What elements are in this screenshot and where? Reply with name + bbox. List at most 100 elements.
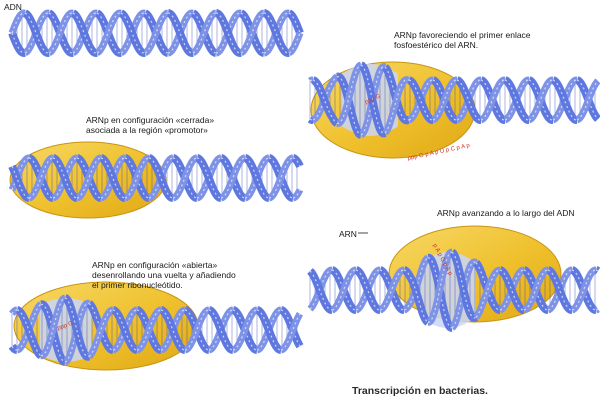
dna-strand-a-highlight	[384, 66, 410, 121]
dna-strand-b-highlight	[403, 269, 429, 323]
dna-strand-a-highlight	[11, 345, 18, 351]
dna-strand-a-highlight	[144, 12, 169, 54]
dna-strand-b-highlight	[312, 79, 338, 124]
dna-strand-b-highlight	[167, 12, 194, 54]
dna-strand-b-highlight	[292, 157, 301, 167]
dna-strand-b-highlight	[196, 157, 222, 199]
dna-strand-b-highlight	[480, 79, 506, 121]
dna-strand-b-highlight	[528, 79, 554, 121]
dna-strand-a-highlight	[28, 157, 54, 199]
dna-strand-a-highlight	[427, 257, 453, 329]
dna-helix	[307, 248, 600, 332]
dna-strand-a-highlight	[184, 309, 210, 351]
dna-strand-b-highlight	[76, 157, 102, 199]
dna-strand-b-highlight	[172, 157, 198, 199]
dna-strand-a-highlight	[11, 32, 26, 54]
dna-strand-b-highlight	[547, 269, 573, 311]
dna-strand-b-highlight	[331, 269, 357, 311]
dna-strand-b-highlight	[48, 12, 74, 54]
dna-strand-a-highlight	[232, 309, 258, 351]
dna-strand-b-highlight	[504, 79, 530, 121]
dna-strand-b	[8, 9, 26, 35]
dna-strand-b-highlight	[160, 309, 186, 351]
dna-strand-b-highlight	[355, 269, 381, 311]
dna-strand-b-highlight	[552, 79, 578, 121]
dna-strand-a-highlight	[595, 308, 599, 311]
dna-strand-b-highlight	[148, 157, 174, 199]
dna-strand-b-highlight	[384, 79, 410, 134]
dna-strand-b	[287, 31, 304, 56]
dna-strand-a-highlight	[148, 157, 174, 199]
dna-strand-b-highlight	[360, 64, 386, 134]
dna-strand-a-highlight	[52, 157, 78, 199]
dna-strand-b-highlight	[220, 157, 246, 199]
dna-strand-b-highlight	[100, 157, 126, 199]
label-line: ARNp favoreciendo el primer enlace	[394, 30, 531, 40]
dna-strand-a-highlight	[136, 309, 162, 351]
dna-strand-a	[8, 31, 26, 58]
dna-strand-b-highlight	[96, 12, 122, 54]
dna-strand-b-highlight	[184, 309, 210, 351]
dna-strand-b-highlight	[11, 309, 18, 315]
panel-open-polymerase: ppp G	[8, 281, 304, 371]
dna-strand-a-highlight	[355, 269, 381, 311]
dna-strand-a-highlight	[240, 12, 265, 54]
dna-strand-b-highlight	[268, 157, 294, 199]
dna-strand-b-highlight	[72, 12, 98, 54]
dna-strand-b-highlight	[451, 251, 477, 319]
dna-strand-a-highlight	[309, 118, 314, 121]
dna-strand-b-highlight	[24, 12, 50, 54]
rna-nucleotide-label: ppp G	[57, 321, 75, 332]
dna-strand-b-highlight	[595, 269, 599, 272]
dna-strand-a-highlight	[256, 309, 282, 351]
dna-helix	[8, 9, 304, 58]
label-open-config: ARNp en configuración «abierta» desenrol…	[92, 260, 236, 290]
dna-strand-b-highlight	[432, 79, 458, 121]
label-closed-config: ARNp en configuración «cerrada» asociada…	[86, 115, 214, 135]
dna-strand-b-highlight	[11, 12, 26, 34]
label-adn: ADN	[4, 2, 22, 12]
dna-strand-b-highlight	[232, 309, 258, 351]
dna-strand-a-highlight	[244, 157, 270, 199]
dna-strand-a-highlight	[208, 309, 234, 351]
dna-strand-b-highlight	[88, 309, 114, 357]
label-line: fosfoestérico del ARN.	[394, 40, 479, 50]
dna-strand-a-highlight	[571, 269, 597, 311]
dna-strand-a-highlight	[547, 269, 573, 311]
dna-strand-a-highlight	[88, 303, 114, 351]
dna-strand-b-highlight	[215, 12, 242, 54]
dna-strand-b-highlight	[28, 157, 54, 199]
dna-strand-a-highlight	[196, 157, 222, 199]
label-arn: ARN	[339, 229, 357, 239]
dna-strand-b-highlight	[263, 12, 290, 54]
dna-strand-a-highlight	[76, 157, 102, 199]
dna-helix	[8, 154, 304, 202]
dna-strand-a-highlight	[292, 189, 301, 199]
label-first-bond: ARNp favoreciendo el primer enlace fosfo…	[394, 30, 531, 50]
figure-caption: Transcripción en bacterias.	[352, 385, 488, 397]
dna-helix	[8, 294, 304, 366]
dna-strand-b-highlight	[309, 79, 314, 82]
dna-strand-b-highlight	[576, 80, 599, 121]
dna-strand-b-highlight	[499, 269, 525, 311]
dna-strand-a-highlight	[379, 269, 405, 311]
dna-strand-b-highlight	[256, 309, 282, 351]
dna-strand-b-highlight	[244, 157, 270, 199]
dna-strand-a-highlight	[124, 157, 150, 199]
dna-strand-b-highlight	[379, 269, 405, 311]
dna-strand-b-highlight	[124, 157, 150, 199]
dna-strand-a-highlight	[172, 157, 198, 199]
dna-strand-b	[336, 61, 363, 127]
dna-strand-b-highlight	[475, 269, 501, 318]
dna-strand-b-highlight	[52, 157, 78, 199]
dna-strand-b-highlight	[427, 251, 453, 323]
label-advancing: ARNp avanzando a lo largo del ADN	[437, 208, 575, 218]
panel-first-bond: ppp G	[307, 61, 600, 159]
panel-elongation: p A p G p A p	[307, 225, 600, 332]
dna-strand-a-highlight	[331, 269, 357, 311]
label-line: ARNp en configuración «abierta»	[92, 260, 218, 270]
dna-strand-a-highlight	[100, 157, 126, 199]
panel-free-dna	[8, 9, 304, 58]
dna-strand-b-highlight	[40, 297, 66, 357]
